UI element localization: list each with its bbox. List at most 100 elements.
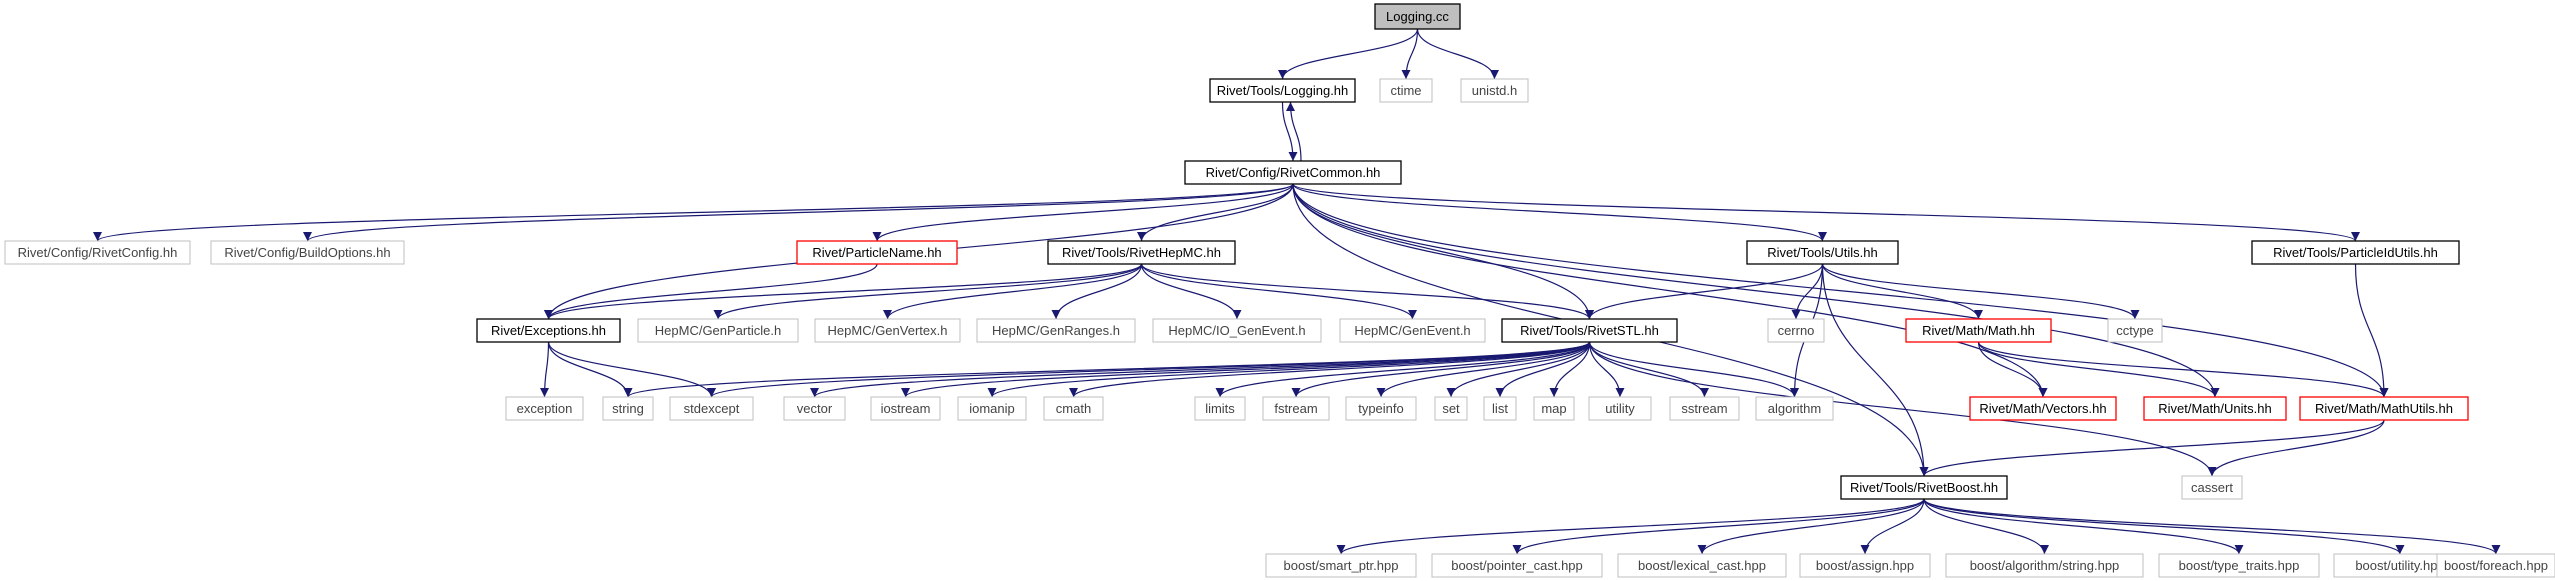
node-label: typeinfo [1358, 401, 1404, 416]
edge-exceptions-to-string [547, 341, 633, 398]
node-box [602, 396, 654, 421]
node-fstream: fstream [1262, 396, 1330, 421]
node-cctype: cctype [2107, 318, 2163, 343]
edge-root-to-unistd [1416, 28, 1499, 80]
node-label: HepMC/GenEvent.h [1354, 323, 1470, 338]
edge-rivetstl-to-map [1549, 341, 1591, 398]
node-cassert: cassert [2181, 475, 2243, 500]
edge-exceptions-to-stdexcept [547, 341, 716, 398]
dependency-edges [93, 28, 2501, 555]
node-exceptions[interactable]: Rivet/Exceptions.hh [476, 318, 621, 343]
edge-rivethepmc-to-genvertex [883, 263, 1143, 320]
node-particleidutils[interactable]: Rivet/Tools/ParticleIdUtils.hh [2251, 240, 2460, 265]
node-box [1184, 160, 1402, 185]
node-label: Rivet/Tools/RivetSTL.hh [1520, 323, 1659, 338]
edge-rivetboost-to-lexical_cast [1697, 498, 1925, 555]
edge-rivetstl-to-limits [1215, 341, 1591, 398]
node-label: cerrno [1778, 323, 1815, 338]
node-smart_ptr: boost/smart_ptr.hpp [1265, 553, 1417, 578]
node-cmath: cmath [1043, 396, 1104, 421]
node-label: exception [517, 401, 573, 416]
node-box [476, 318, 621, 343]
node-root[interactable]: Logging.cc [1374, 3, 1461, 30]
node-label: boost/assign.hpp [1816, 558, 1914, 573]
node-label: boost/pointer_cast.hpp [1451, 558, 1583, 573]
node-type_traits: boost/type_traits.hpp [2158, 553, 2320, 578]
node-box [1905, 318, 2052, 343]
node-rivethepmc[interactable]: Rivet/Tools/RivetHepMC.hh [1047, 240, 1236, 265]
node-logging_hh[interactable]: Rivet/Tools/Logging.hh [1209, 78, 1356, 103]
node-label: Rivet/ParticleName.hh [812, 245, 941, 260]
node-rivetcommon[interactable]: Rivet/Config/RivetCommon.hh [1184, 160, 1402, 185]
node-utils[interactable]: Rivet/Tools/Utils.hh [1746, 240, 1899, 265]
node-box [2181, 475, 2243, 500]
node-vectors[interactable]: Rivet/Math/Vectors.hh [1969, 396, 2117, 421]
node-label: utility [1605, 401, 1635, 416]
node-box [1374, 3, 1461, 30]
edge-root-to-logging_hh [1278, 28, 1419, 80]
node-label: fstream [1274, 401, 1317, 416]
node-foreach: boost/foreach.hpp [2436, 553, 2555, 578]
node-cerrno: cerrno [1767, 318, 1825, 343]
node-label: HepMC/GenParticle.h [655, 323, 781, 338]
edge-utils-to-math [1821, 263, 1983, 320]
node-rivetboost[interactable]: Rivet/Tools/RivetBoost.hh [1840, 475, 2008, 500]
node-box [1431, 553, 1603, 578]
node-io_genevent: HepMC/IO_GenEvent.h [1152, 318, 1322, 343]
node-particlename[interactable]: Rivet/ParticleName.hh [796, 240, 958, 265]
node-box [1840, 475, 2008, 500]
node-mathutils[interactable]: Rivet/Math/MathUtils.hh [2299, 396, 2469, 421]
edge-particleidutils-to-mathutils [2354, 263, 2389, 398]
node-label: cmath [1056, 401, 1091, 416]
edge-rivetboost-to-algo_string [1923, 498, 2049, 555]
node-pointer_cast: boost/pointer_cast.hpp [1431, 553, 1603, 578]
edge-exceptions-to-exception [540, 341, 550, 398]
node-label: cassert [2191, 480, 2233, 495]
node-box [2436, 553, 2555, 578]
node-label: Rivet/Tools/ParticleIdUtils.hh [2273, 245, 2438, 260]
node-box [2143, 396, 2287, 421]
node-ctime: ctime [1379, 78, 1433, 103]
edge-rivetstl-to-stdexcept [707, 341, 1591, 398]
edge-rivetcommon-to-logging_hh [1286, 101, 1302, 162]
edge-math-to-units [1977, 341, 2220, 398]
node-algo_string: boost/algorithm/string.hpp [1945, 553, 2144, 578]
node-box [1194, 396, 1246, 421]
node-algorithm: algorithm [1755, 396, 1834, 421]
node-rivetstl[interactable]: Rivet/Tools/RivetSTL.hh [1501, 318, 1678, 343]
node-string: string [602, 396, 654, 421]
edge-rivetcommon-to-rivethepmc [1137, 183, 1294, 242]
node-label: boost/foreach.hpp [2444, 558, 2548, 573]
edge-rivetcommon-to-particlename [872, 183, 1294, 242]
edge-rivetstl-to-list [1495, 341, 1591, 398]
node-box [1043, 396, 1104, 421]
node-box [870, 396, 941, 421]
node-units[interactable]: Rivet/Math/Units.hh [2143, 396, 2287, 421]
node-box [783, 396, 846, 421]
node-box [957, 396, 1027, 421]
edge-rivetstl-to-utility [1588, 341, 1625, 398]
edge-particlename-to-exceptions [544, 263, 878, 320]
node-genvertex: HepMC/GenVertex.h [814, 318, 961, 343]
node-iostream: iostream [870, 396, 941, 421]
node-utility: utility [1588, 396, 1652, 421]
node-box [1339, 318, 1486, 343]
edge-rivetstl-to-sstream [1588, 341, 1709, 398]
node-stdexcept: stdexcept [669, 396, 754, 421]
edge-math-to-mathutils [1977, 341, 2389, 398]
node-limits: limits [1194, 396, 1246, 421]
node-box [1209, 78, 1356, 103]
edge-rivetcommon-to-units [1292, 183, 2220, 398]
node-box [1345, 396, 1417, 421]
node-box [1483, 396, 1517, 421]
node-label: Rivet/Math/Vectors.hh [1979, 401, 2106, 416]
edge-mathutils-to-cassert [2207, 419, 2385, 477]
node-box [976, 318, 1136, 343]
node-assign: boost/assign.hpp [1799, 553, 1931, 578]
node-math[interactable]: Rivet/Math/Math.hh [1905, 318, 2052, 343]
node-label: boost/utility.hpp [2355, 558, 2444, 573]
edge-utils-to-rivetstl [1585, 263, 1824, 320]
node-box [2251, 240, 2460, 265]
node-rivetconfig: Rivet/Config/RivetConfig.hh [4, 240, 191, 265]
